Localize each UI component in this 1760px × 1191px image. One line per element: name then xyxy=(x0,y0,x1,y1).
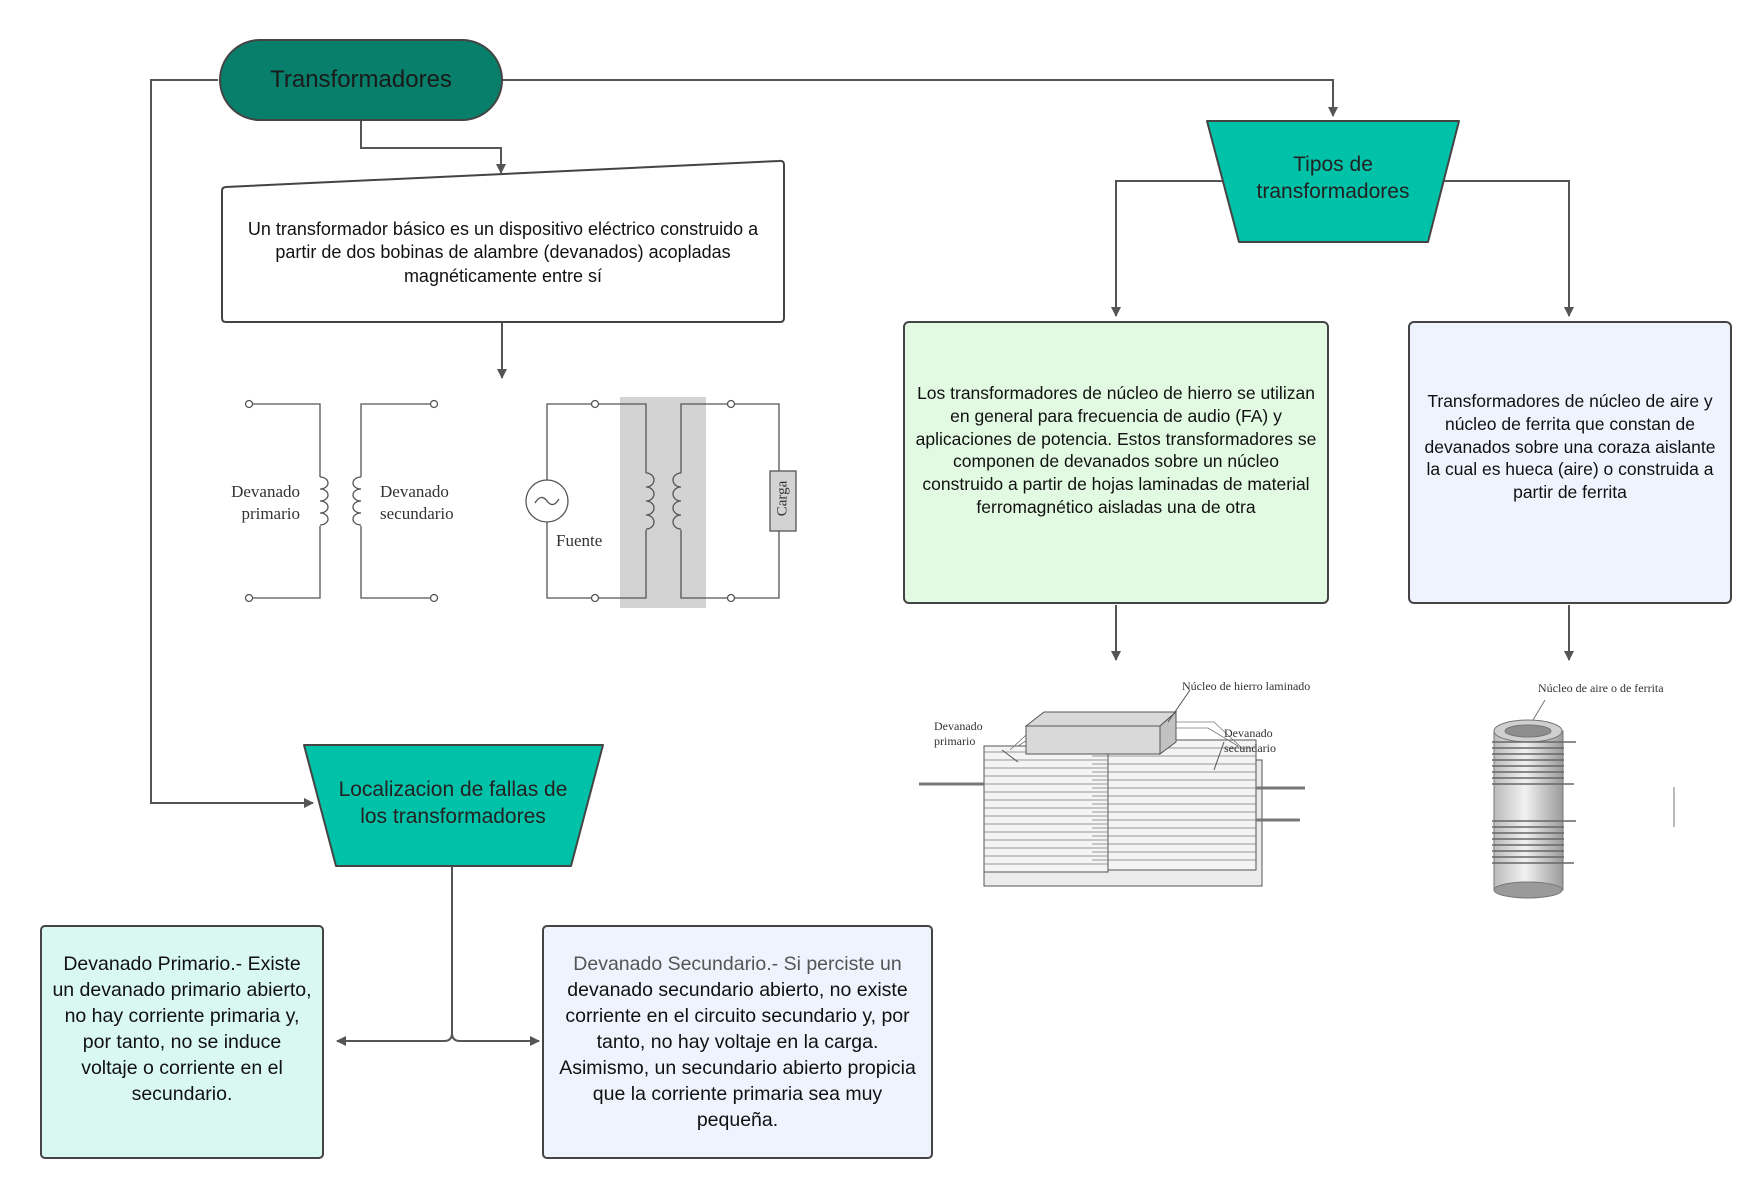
definition-node-text: Un transformador básico es un dispositiv… xyxy=(247,219,759,286)
faults-node-shape[interactable] xyxy=(303,744,604,867)
air-core-illustration xyxy=(1492,699,1675,899)
secondary-fault-node-text: Devanado Secundario.- Si perciste un dev… xyxy=(550,952,925,1133)
primary-fault-node-shape[interactable] xyxy=(40,925,324,1159)
iron-core-node-text: Los transformadores de núcleo de hierro … xyxy=(915,383,1317,517)
iron-core-illustration xyxy=(919,689,1305,887)
schematic-primary-label: Devanado primario xyxy=(231,482,300,524)
air-core-node-text: Transformadores de núcleo de aire y núcl… xyxy=(1424,391,1716,502)
edge-faults-to-split xyxy=(336,867,453,1046)
edge-root-to-types xyxy=(502,79,1338,117)
edge-root-to-definition xyxy=(360,120,506,174)
schematic-source-label: Fuente xyxy=(556,531,603,550)
faults-node-label: Localizacion de fallas de los transforma… xyxy=(338,778,568,828)
iron-core-core-label: Núcleo de hierro laminado xyxy=(1182,679,1311,693)
root-node-shape[interactable] xyxy=(219,39,503,121)
iron-core-node-shape[interactable] xyxy=(903,321,1329,604)
air-core-node-shape[interactable] xyxy=(1408,321,1732,604)
secondary-fault-body: devanado secundario abierto, no existe c… xyxy=(559,978,916,1131)
secondary-fault-node-shape[interactable] xyxy=(542,925,933,1159)
iron-core-primary-label: Devanado primario xyxy=(934,719,983,748)
schematic-load-label: Carga xyxy=(774,480,791,517)
schematic-secondary-label: Devanado secundario xyxy=(380,482,454,524)
definition-node-shape[interactable] xyxy=(221,159,785,323)
types-node-label: Tipos de transformadores xyxy=(1256,153,1410,203)
edge-types-to-air xyxy=(1444,180,1574,317)
basic-transformer-schematic xyxy=(244,399,439,603)
edge-types-to-iron xyxy=(1111,180,1237,317)
edge-root-to-faults xyxy=(150,79,314,808)
root-node-label: Transformadores xyxy=(270,66,452,93)
secondary-fault-lead: Devanado Secundario.- Si perciste un xyxy=(573,953,902,975)
source-load-schematic xyxy=(525,397,797,608)
types-node-shape[interactable] xyxy=(1206,120,1460,243)
primary-fault-node-text: Devanado Primario.- Existe un devanado p… xyxy=(52,953,312,1105)
edge-split-to-secondary xyxy=(451,1032,540,1046)
iron-core-secondary-label: Devanado secundario xyxy=(1224,726,1276,755)
air-core-core-label: Núcleo de aire o de ferrita xyxy=(1538,681,1664,695)
